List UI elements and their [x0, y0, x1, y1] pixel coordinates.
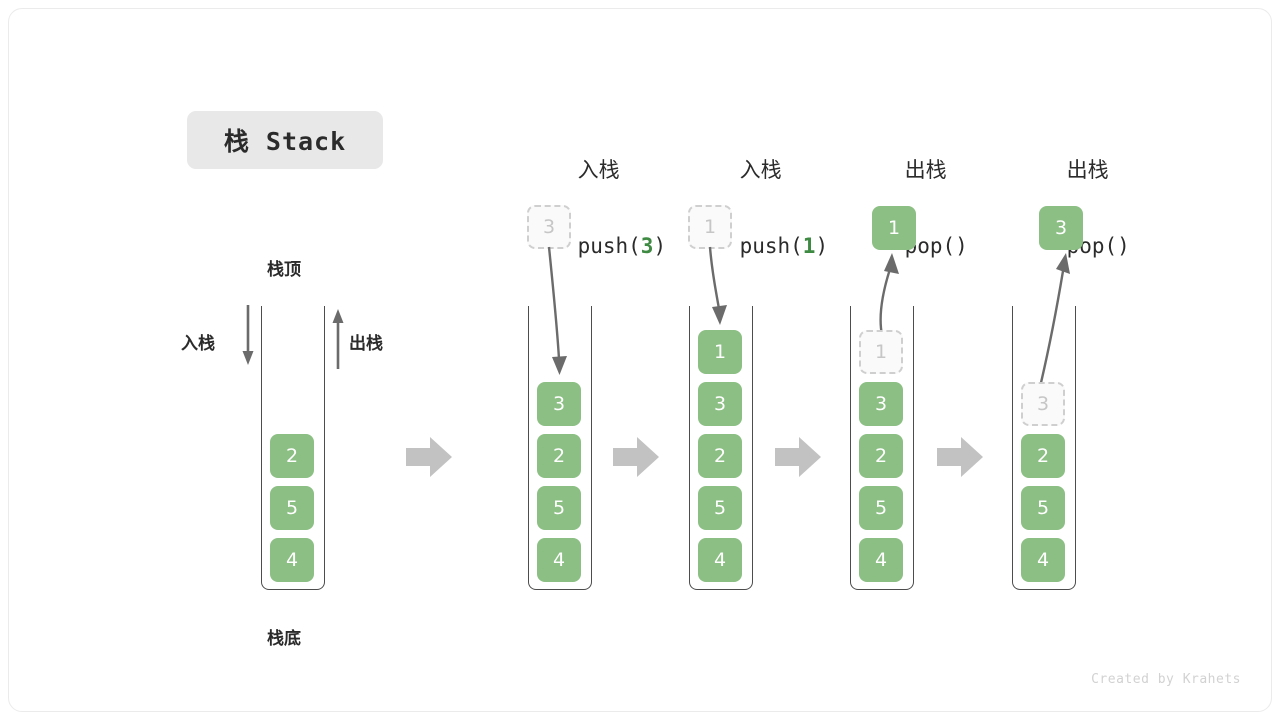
- push-motion-arrow-icon: [708, 246, 727, 325]
- diagram-title-chip: 栈 Stack: [187, 111, 383, 169]
- operation-label-code-number: 1: [802, 234, 816, 258]
- stack-cell: 4: [537, 538, 581, 582]
- tube-wall-right: [591, 306, 592, 578]
- step-arrow-icon: [937, 437, 983, 477]
- pop-motion-arrow-icon: [1038, 253, 1070, 388]
- stack-cell: 5: [537, 486, 581, 530]
- tube-wall-right: [752, 306, 753, 578]
- operation-label-code-prefix: push(: [739, 234, 803, 258]
- stack-cell: 1: [698, 330, 742, 374]
- step-arrow-icon: [406, 437, 452, 477]
- operation-label-code-suffix: ): [1117, 234, 1130, 258]
- stack-cell: 2: [1021, 434, 1065, 478]
- operation-label-cjk: 入栈: [577, 158, 620, 182]
- operation-label-cjk: 入栈: [739, 158, 782, 182]
- stack-cell: 2: [859, 434, 903, 478]
- stack-bottom-label: 栈底: [267, 629, 301, 649]
- stack-cell: 2: [698, 434, 742, 478]
- tube-wall-left: [689, 306, 690, 578]
- stack-cell: 5: [1021, 486, 1065, 530]
- operation-label-pop-3: 出栈 pop(): [1016, 113, 1166, 303]
- push-motion-arrow-icon: [547, 246, 567, 375]
- operation-label-code-number: 3: [640, 234, 654, 258]
- operation-label-code-suffix: ): [815, 234, 829, 258]
- diagram-card: 栈 Stack 栈顶 栈底 入栈 出栈 2 5 4 入栈 push(3) 3: [8, 8, 1272, 712]
- operation-label-code-suffix: ): [653, 234, 667, 258]
- stack-cell: 3: [698, 382, 742, 426]
- operation-label-cjk: 出栈: [904, 158, 947, 182]
- stack-cell: 4: [859, 538, 903, 582]
- removed-element-ghost: 1: [859, 330, 903, 374]
- operation-label-push-3: 入栈 push(3): [527, 113, 677, 303]
- tube-wall-left: [261, 306, 262, 578]
- watermark-credit: Created by Krahets: [1091, 672, 1241, 687]
- tube-wall-right: [913, 306, 914, 578]
- tube-wall-left: [850, 306, 851, 578]
- popped-element: 3: [1039, 206, 1083, 250]
- pop-direction-arrow-icon: [332, 309, 344, 369]
- stack-cell: 5: [859, 486, 903, 530]
- stack-cell: 2: [537, 434, 581, 478]
- stack-cell: 4: [698, 538, 742, 582]
- stack-top-label: 栈顶: [267, 260, 301, 280]
- tube-wall-right: [324, 306, 325, 578]
- stack-cell: 2: [270, 434, 314, 478]
- push-direction-label: 入栈: [181, 334, 215, 354]
- pop-motion-arrow-icon: [879, 253, 899, 336]
- page-title: 栈 Stack: [223, 127, 347, 156]
- stack-cell: 3: [537, 382, 581, 426]
- operation-label-push-1: 入栈 push(1): [689, 113, 839, 303]
- stack-cell: 5: [698, 486, 742, 530]
- tube-wall-right: [1075, 306, 1076, 578]
- stack-cell: 3: [859, 382, 903, 426]
- pop-direction-label: 出栈: [349, 334, 383, 354]
- operation-label-cjk: 出栈: [1066, 158, 1109, 182]
- incoming-element-ghost: 3: [527, 205, 571, 249]
- popped-element: 1: [872, 206, 916, 250]
- step-arrow-icon: [613, 437, 659, 477]
- stack-cell: 5: [270, 486, 314, 530]
- tube-wall-left: [1012, 306, 1013, 578]
- operation-label-code-suffix: ): [955, 234, 968, 258]
- incoming-element-ghost: 1: [688, 205, 732, 249]
- removed-element-ghost: 3: [1021, 382, 1065, 426]
- step-arrow-icon: [775, 437, 821, 477]
- operation-label-code-prefix: push(: [577, 234, 641, 258]
- tube-wall-left: [528, 306, 529, 578]
- push-direction-arrow-icon: [242, 305, 254, 365]
- stack-cell: 4: [1021, 538, 1065, 582]
- stack-cell: 4: [270, 538, 314, 582]
